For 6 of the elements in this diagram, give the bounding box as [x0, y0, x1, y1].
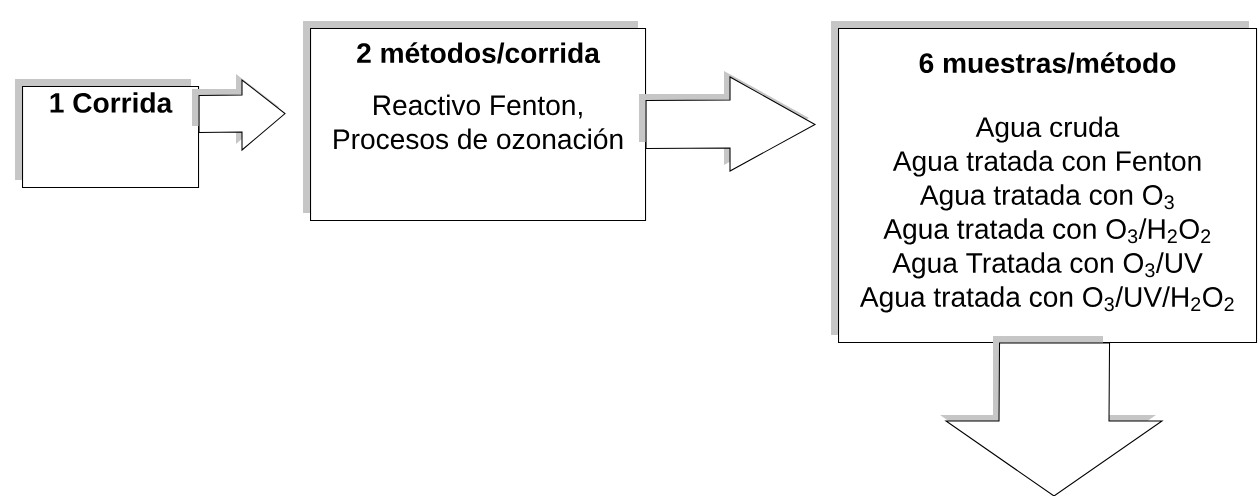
callout-box: 6 muestras/método Agua cruda Agua tratada con Fenton Agua tratada con O$_{3}$ Agua tratada con O$_{3}$/H$_{2}$O$_{2}$ Agua Tratada con O$_{3}$/UV Agua tratada con O$_{3}$/UV/H$_{2}$O$_{2}$ — [831, 21, 1258, 344]
callout-box: 1 Corrida — [15, 79, 200, 189]
callout-box: 2 métodos/corrida Reactivo Fenton, Procesos de ozonación — [303, 21, 647, 222]
block-arrow — [192, 74, 286, 152]
block-arrow — [639, 71, 817, 172]
block-arrow — [940, 336, 1164, 496]
